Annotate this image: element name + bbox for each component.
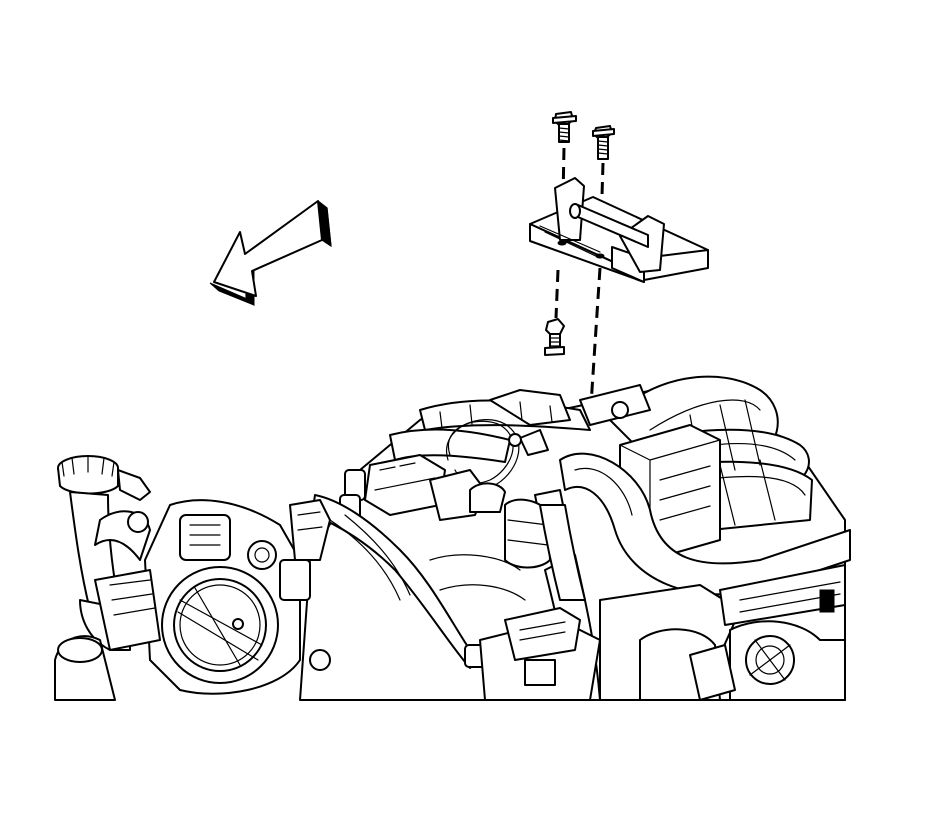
center-hoses: [389, 384, 651, 463]
lower-connector-block: [479, 607, 601, 701]
intake-runners: [609, 375, 813, 561]
direction-arrow: [209, 199, 332, 307]
engine-assembly: [54, 375, 851, 701]
bracket-bolt-right: [592, 125, 615, 160]
mounting-bracket: [529, 177, 709, 283]
right-components: [599, 564, 846, 701]
mounting-stud: [544, 318, 565, 356]
left-tube-and-cap: [54, 455, 161, 701]
bracket-bolt-left: [552, 111, 577, 143]
throttle-body: [144, 499, 331, 695]
